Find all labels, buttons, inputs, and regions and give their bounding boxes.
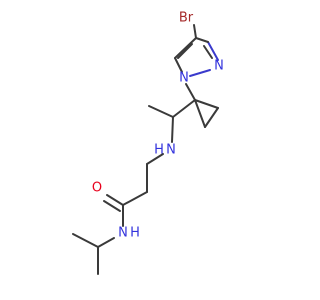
bond-cq-cp1 bbox=[194, 99, 219, 109]
bond-cq-ch bbox=[172, 99, 196, 118]
atom-amide-n: N bbox=[118, 226, 128, 241]
atom-pyrazole-n2: N bbox=[214, 59, 224, 74]
bond-n2-c3 bbox=[207, 41, 219, 61]
bond-co-o bbox=[106, 194, 124, 206]
structure-diagram: Br N N N H O N H bbox=[72, 11, 224, 275]
bond-ch-methyl bbox=[148, 105, 174, 118]
bond-namide-ipr bbox=[97, 237, 115, 248]
atom-pyrazole-n1: N bbox=[179, 71, 189, 86]
atom-amide-h: H bbox=[130, 226, 140, 241]
atom-bromine: Br bbox=[179, 11, 194, 26]
atom-carbonyl-o: O bbox=[92, 181, 102, 196]
bond-n2-c3-double bbox=[203, 45, 213, 59]
atom-amine-h: H bbox=[154, 143, 164, 158]
bond-n1-cq bbox=[185, 83, 196, 101]
bond-c4-c5 bbox=[174, 37, 197, 59]
bond-ipr-me1 bbox=[72, 233, 99, 248]
bond-n1-n2 bbox=[189, 69, 211, 77]
bond-nh-ch2a bbox=[146, 153, 164, 165]
atom-amine-n: N bbox=[166, 143, 176, 158]
bond-ch-nh bbox=[171, 116, 174, 143]
bond-c5-n1 bbox=[174, 57, 183, 73]
bond-cp2-cq bbox=[194, 99, 206, 128]
bond-ch2b-co bbox=[122, 191, 148, 206]
bond-br-c4 bbox=[193, 24, 197, 39]
molecule-canvas: Br N N N H O N H bbox=[72, 11, 224, 275]
bond-c4-c5-double bbox=[177, 43, 193, 59]
bond-cp1-cp2 bbox=[204, 107, 219, 128]
bond-co-o-double bbox=[103, 200, 121, 212]
bond-c3-c4 bbox=[195, 37, 209, 43]
